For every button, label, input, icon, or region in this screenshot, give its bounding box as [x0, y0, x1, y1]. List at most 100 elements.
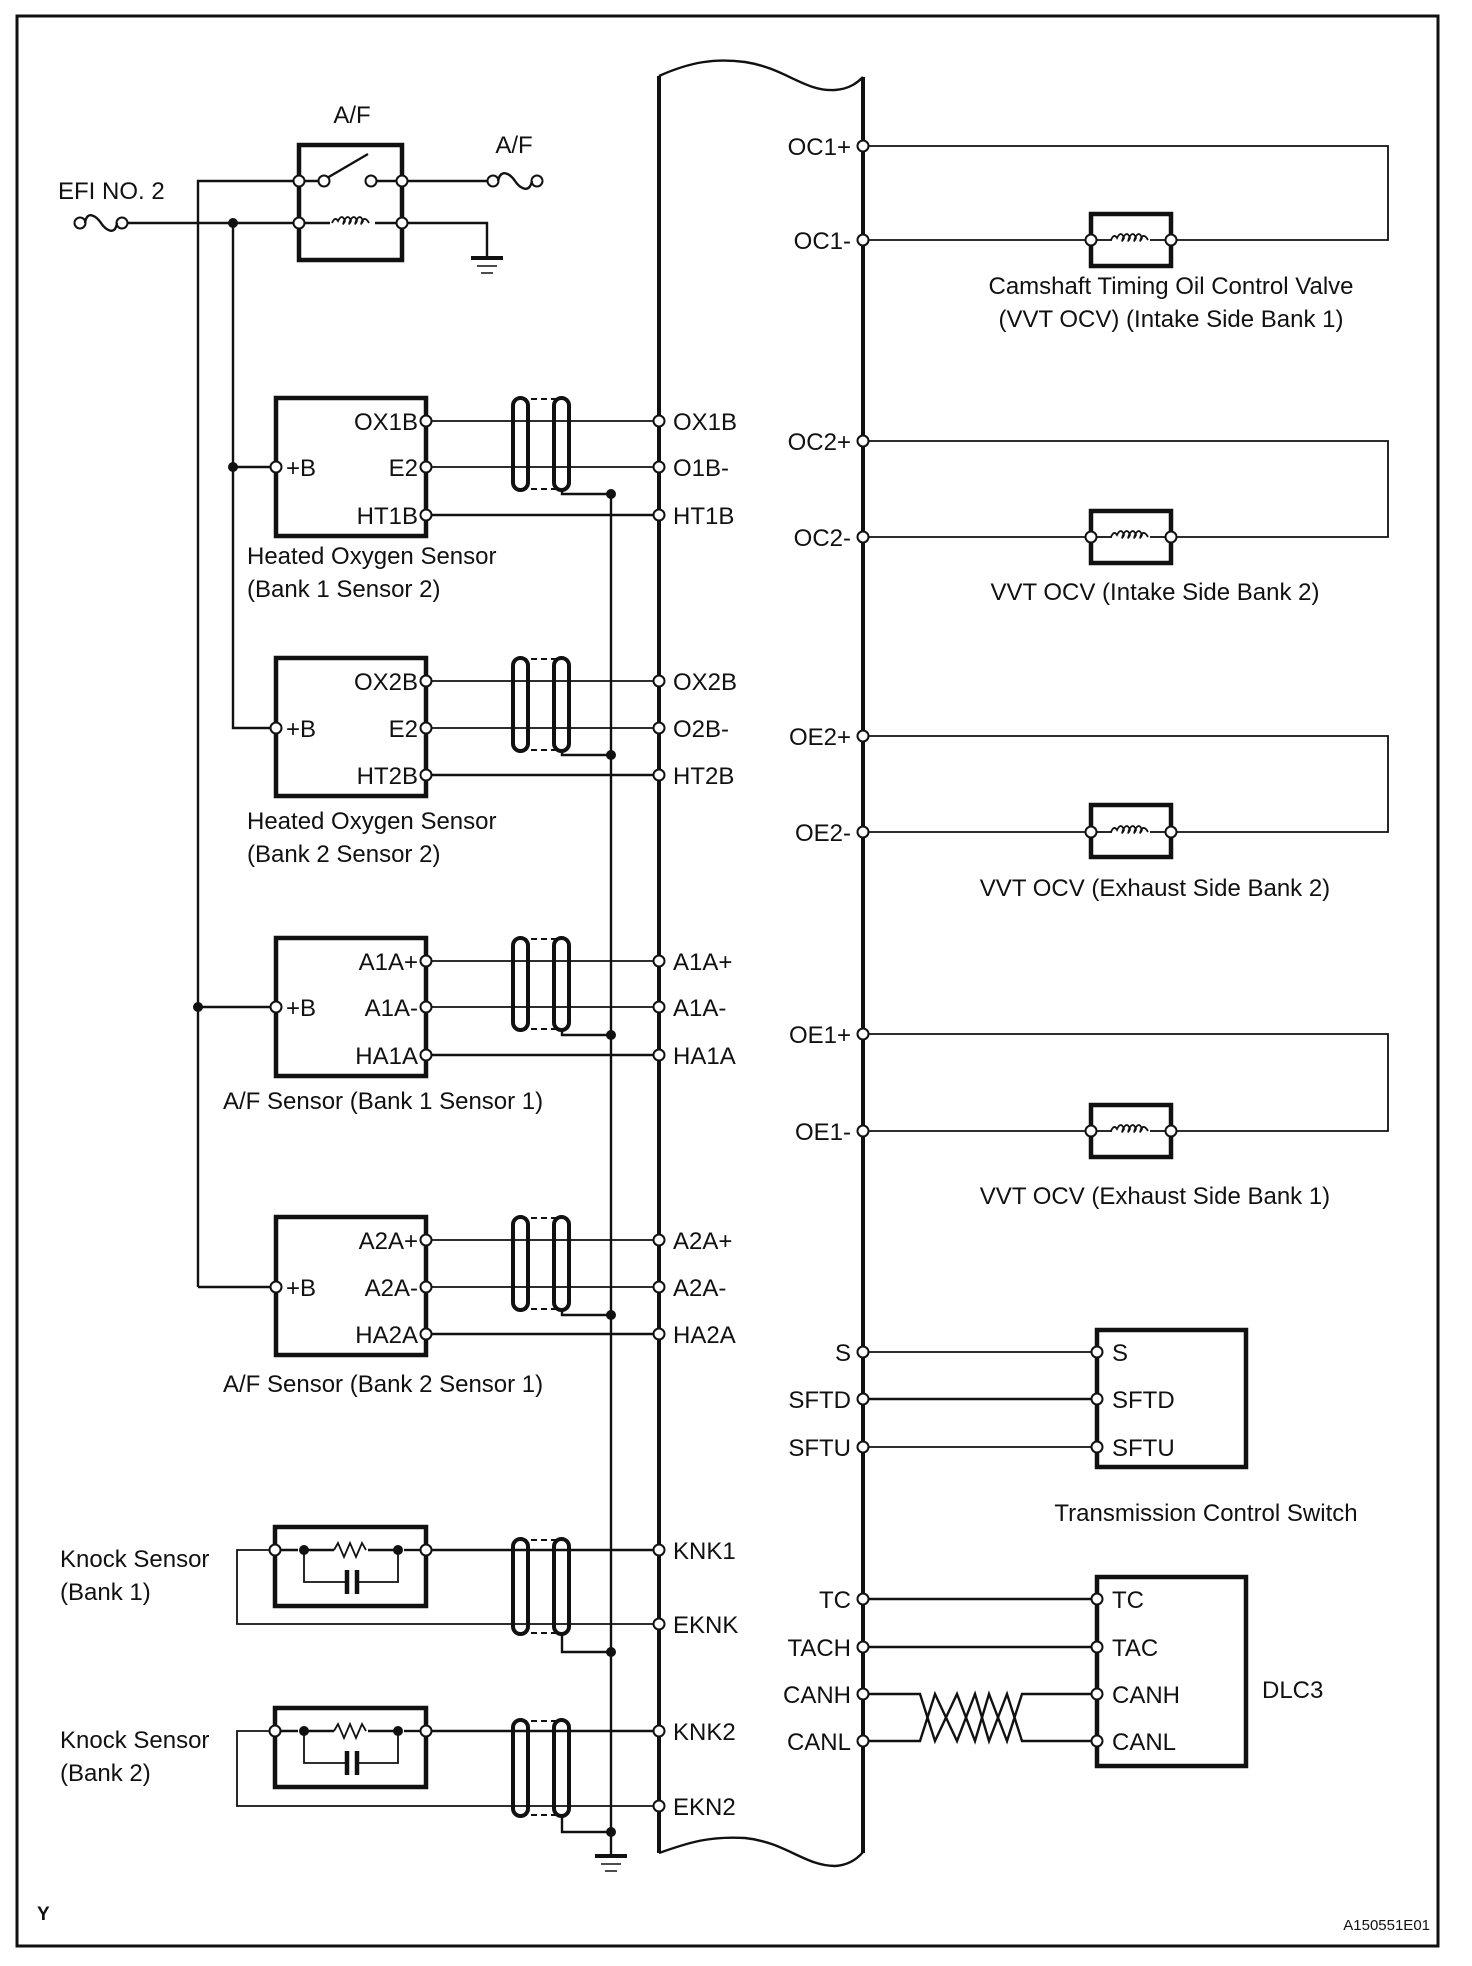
ground-bus-junction — [606, 1030, 616, 1040]
ecu-pin-label: OX2B — [673, 669, 737, 696]
dlc3-pin-label: CANL — [1112, 1729, 1176, 1756]
shield-drain-wire — [560, 1310, 611, 1317]
sensor-terminal — [419, 508, 433, 522]
ecu-pin-label: OC2+ — [788, 429, 851, 456]
af-junction — [193, 1002, 203, 1012]
efi-fuse-label: EFI NO. 2 — [58, 178, 165, 205]
sensor-terminal — [419, 721, 433, 735]
sensor-terminal — [419, 414, 433, 428]
ocv-ex-b2-name: VVT OCV (Exhaust Side Bank 2) — [980, 875, 1330, 902]
resistor-icon — [333, 1721, 367, 1741]
ecu-pin-label: A1A+ — [673, 949, 732, 976]
ecu-terminal — [652, 1799, 666, 1813]
shield-drain-wire — [560, 490, 611, 496]
knock-terminal — [419, 1724, 433, 1738]
ho2-junction — [228, 462, 238, 472]
ecu-terminal — [856, 1027, 870, 1041]
ecu-terminal — [652, 954, 666, 968]
ecu-pin-label: O1B- — [673, 455, 729, 482]
ecu-terminal — [652, 414, 666, 428]
ocv-terminal — [1164, 825, 1178, 839]
shield-ho2-b1s2 — [511, 396, 571, 492]
ecu-terminal — [856, 139, 870, 153]
shield-drain-wire — [560, 1816, 611, 1834]
transmission-switch-terminal — [1090, 1440, 1104, 1454]
sensor-pin-label: HA2A — [355, 1322, 418, 1349]
relay-ground-wire — [402, 221, 489, 257]
shield-loop — [552, 1537, 571, 1636]
ecu-ground-icon — [595, 1854, 627, 1872]
ecu-pin-label: HA2A — [673, 1322, 736, 1349]
shield-drain-wire — [560, 751, 611, 757]
ecu-terminal — [652, 674, 666, 688]
transmission-switch-pin-label: S — [1112, 1340, 1128, 1367]
components-layer — [73, 59, 1249, 1872]
sensor-supply-terminal — [269, 1000, 283, 1014]
knock-sensor-box-knock-b2 — [272, 1705, 429, 1790]
ecu-terminal — [652, 460, 666, 474]
ocv-coil-icon — [1110, 1124, 1149, 1133]
ecu-terminal — [856, 1592, 870, 1606]
diagram-frame — [15, 14, 1440, 1948]
corner-mark: Y — [37, 1904, 50, 1925]
sensor-supply-terminal — [269, 460, 283, 474]
ecu-terminal — [652, 1724, 666, 1738]
ecu-pin-label: OE2- — [795, 820, 851, 847]
ecu-pin-label: HA1A — [673, 1043, 736, 1070]
sensor-terminal — [419, 674, 433, 688]
ground-bus-junction — [606, 489, 616, 499]
switch-icon — [326, 152, 369, 180]
sensor-terminal — [419, 1000, 433, 1014]
ecu-bottom-break — [658, 1836, 864, 1868]
relay-coil-icon — [331, 216, 370, 225]
relay-terminal — [292, 174, 306, 188]
ecu-pin-label: A2A- — [673, 1275, 726, 1302]
relay-label: A/F — [333, 102, 370, 129]
ecu-pin-label: KNK1 — [673, 1538, 736, 1565]
ecu-pin-label: TACH — [787, 1635, 851, 1662]
capacitor-wire — [303, 1731, 399, 1764]
ecu-terminal — [856, 1345, 870, 1359]
knock-b1-sub: (Bank 1) — [60, 1579, 151, 1606]
sensor-pin-label: A2A- — [365, 1275, 418, 1302]
ocv-in-b2-name: VVT OCV (Intake Side Bank 2) — [990, 579, 1319, 606]
sensor-terminal — [419, 460, 433, 474]
ecu-terminal — [652, 721, 666, 735]
ecu-terminal — [652, 1617, 666, 1631]
transmission-switch-terminal — [1090, 1345, 1104, 1359]
sensor-pin-label: E2 — [389, 716, 418, 743]
ocv-terminal — [1084, 1124, 1098, 1138]
sensor-pin-label: E2 — [389, 455, 418, 482]
capacitor-wire — [303, 1550, 399, 1583]
switch-contact — [364, 174, 378, 188]
sensor-ho2-b2s2-name: Heated Oxygen Sensor — [247, 808, 496, 835]
sensor-supply-terminal — [269, 721, 283, 735]
supply-junction — [228, 218, 238, 228]
ecu-terminal — [856, 729, 870, 743]
ecu-pin-label: KNK2 — [673, 1719, 736, 1746]
ocv-terminal — [1164, 1124, 1178, 1138]
sensor-terminal — [419, 954, 433, 968]
shield-loop — [511, 396, 530, 492]
ecu-terminal — [652, 508, 666, 522]
sensor-af-b1s1-name: A/F Sensor (Bank 1 Sensor 1) — [223, 1088, 543, 1115]
ecu-terminal — [856, 1687, 870, 1701]
ecu-terminal — [856, 825, 870, 839]
dlc3-pin-label: CANH — [1112, 1682, 1180, 1709]
sensor-pin-label: HA1A — [355, 1043, 418, 1070]
ecu-terminal — [856, 434, 870, 448]
ecu-pin-label: S — [835, 1340, 851, 1367]
efi-fuse-icon — [83, 214, 119, 232]
ecu-pin-label: OE2+ — [789, 724, 851, 751]
shield-loop — [552, 396, 571, 492]
dlc3-terminal — [1090, 1734, 1104, 1748]
shield-drain-wire — [560, 1030, 611, 1037]
ocv-coil-icon — [1110, 233, 1149, 242]
ecu-terminal — [856, 233, 870, 247]
canh-twisted-wire — [868, 1690, 1092, 1745]
ecu-top-break — [658, 59, 864, 92]
knock-terminal — [419, 1543, 433, 1557]
shield-loop — [552, 1215, 571, 1312]
relay-ground-icon — [471, 256, 503, 274]
